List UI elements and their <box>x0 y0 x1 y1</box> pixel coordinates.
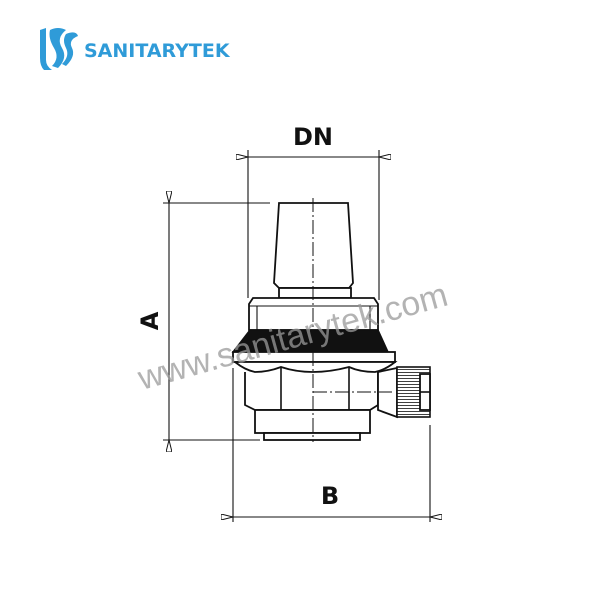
b-dimension: B <box>233 368 430 522</box>
logo-icon <box>40 28 78 70</box>
dn-label: DN <box>293 123 333 151</box>
valve-outlet <box>263 432 361 441</box>
valve-hex-body <box>232 361 398 411</box>
b-label: B <box>321 482 339 510</box>
a-label: A <box>136 311 164 330</box>
logo-text: SANITARYTEK <box>84 40 231 62</box>
dn-dimension: DN <box>248 123 379 300</box>
a-dimension: A <box>136 203 270 440</box>
valve-neck <box>278 287 352 299</box>
logo: SANITARYTEK <box>40 28 231 70</box>
valve-drawing <box>231 198 431 442</box>
